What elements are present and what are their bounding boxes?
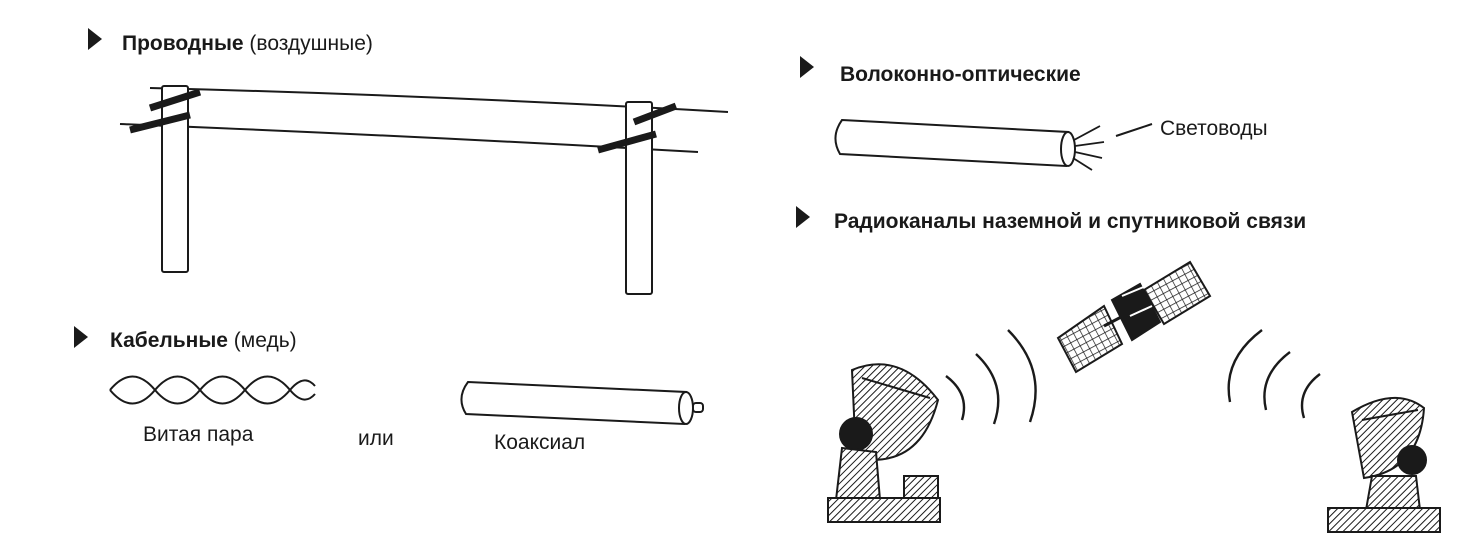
twisted-pair-label: Витая пара xyxy=(143,423,254,446)
fiber-optic-cable-icon xyxy=(834,118,1153,171)
satellite-dish-icon xyxy=(827,363,941,523)
overhead-line-diagram xyxy=(119,85,729,295)
section-radio-heading: Радиоканалы наземной и спутниковой связи xyxy=(834,211,1306,232)
section-fiber-title: Волоконно-оптические xyxy=(840,63,1081,86)
or-label: или xyxy=(358,427,394,450)
satellite-icon xyxy=(1056,260,1212,374)
utility-pole-icon xyxy=(597,101,678,295)
section-wired-note: (воздушные) xyxy=(249,32,373,55)
section-radio-title: Радиоканалы наземной и спутниковой связи xyxy=(834,210,1307,233)
utility-pole-icon xyxy=(129,85,202,273)
section-cable-title: Кабельные xyxy=(110,329,228,352)
bullet-arrow-icon xyxy=(74,326,88,348)
section-fiber-heading: Волоконно-оптические xyxy=(840,64,1081,85)
section-cable-note: (медь) xyxy=(233,329,297,352)
section-wired-heading: Проводные (воздушные) xyxy=(122,33,373,54)
fibers-leader-line xyxy=(1115,123,1153,137)
section-cable-heading: Кабельные (медь) xyxy=(110,330,297,351)
coax-label: Коаксиал xyxy=(494,431,586,454)
coaxial-cable-icon xyxy=(460,380,704,426)
satellite-dish-icon xyxy=(1327,397,1441,533)
radio-wave-icon xyxy=(945,329,1037,425)
radio-wave-icon xyxy=(1227,329,1321,419)
bullet-arrow-icon xyxy=(800,56,814,78)
fibers-label: Световоды xyxy=(1160,117,1268,140)
twisted-pair-icon xyxy=(109,375,316,405)
bullet-arrow-icon xyxy=(88,28,102,50)
section-wired-title: Проводные xyxy=(122,32,244,55)
bullet-arrow-icon xyxy=(796,206,810,228)
